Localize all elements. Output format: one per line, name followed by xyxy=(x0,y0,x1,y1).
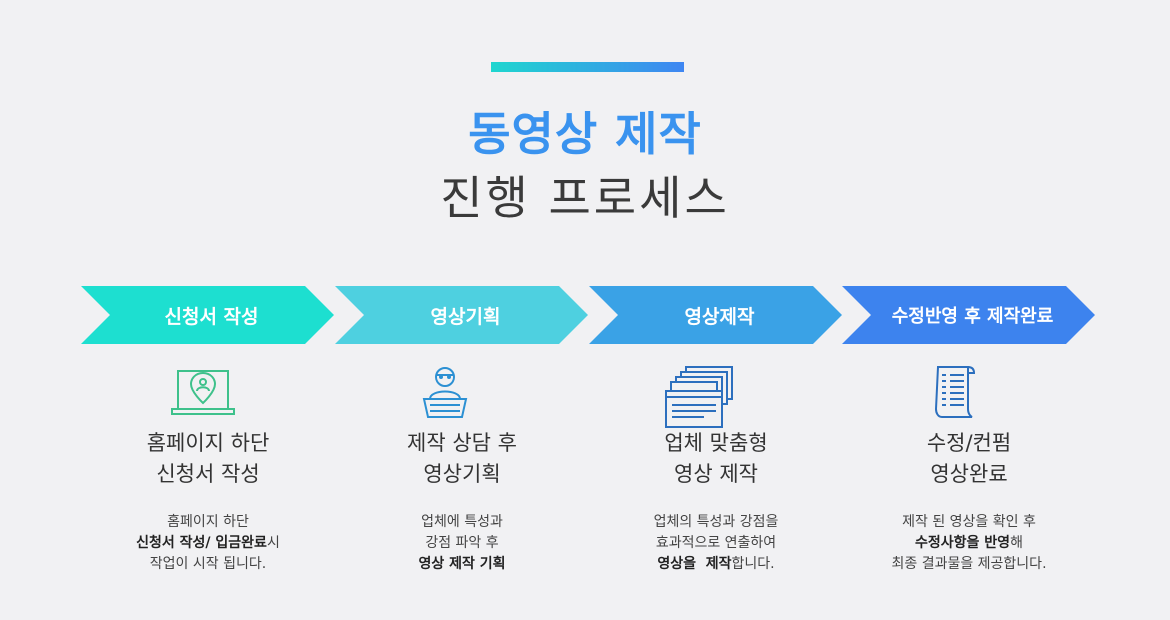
step-desc-line: 영상 제작 기획 xyxy=(335,554,589,575)
step-desc-highlight: 신청서 작성/ 입금완료 xyxy=(136,535,267,551)
step-description-1: 홈페이지 하단 신청서 작성/ 입금완료시 작업이 시작 됩니다. xyxy=(81,512,335,575)
step-title-line: 영상기획 xyxy=(423,462,501,486)
laptop-location-icon xyxy=(170,365,236,425)
step-desc-line: 업체에 특성과 xyxy=(421,514,503,530)
step-title-4: 수정/컨펌 영상완료 xyxy=(842,428,1096,490)
step-arrow-2: 영상기획 xyxy=(335,286,588,344)
step-desc-line: 수정사항을 반영해 xyxy=(842,533,1096,554)
step-desc-highlight: 영상을 제작 xyxy=(657,556,732,572)
step-desc-highlight: 영상 제작 기획 xyxy=(418,556,506,572)
page-title: 동영상 제작 xyxy=(468,107,702,161)
header-accent-bar xyxy=(491,62,684,72)
step-desc-line: 효과적으로 연출하여 xyxy=(655,535,777,551)
step-description-4: 제작 된 영상을 확인 후 수정사항을 반영해 최종 결과물을 제공합니다. xyxy=(842,512,1096,575)
step-desc-line: 홈페이지 하단 xyxy=(167,514,249,530)
step-desc-line: 작업이 시작 됩니다. xyxy=(149,556,267,572)
step-arrow-label: 수정반영 후 제작완료 xyxy=(891,306,1054,327)
step-description-3: 업체의 특성과 강점을 효과적으로 연출하여 영상을 제작합니다. xyxy=(589,512,843,575)
step-title-2: 제작 상담 후 영상기획 xyxy=(335,428,589,490)
step-desc-line: 신청서 작성/ 입금완료시 xyxy=(81,533,335,554)
step-desc-line: 최종 결과물을 제공합니다. xyxy=(891,556,1047,572)
step-arrow-4: 수정반영 후 제작완료 xyxy=(842,286,1095,344)
step-desc-highlight: 수정사항을 반영 xyxy=(915,535,1011,551)
step-title-line: 업체 맞춤형 xyxy=(664,431,768,455)
consultant-desk-icon xyxy=(420,365,470,431)
step-title-line: 영상완료 xyxy=(930,462,1008,486)
step-title-line: 수정/컨펌 xyxy=(926,431,1012,455)
step-desc-line: 강점 파악 후 xyxy=(425,535,499,551)
step-description-2: 업체에 특성과 강점 파악 후 영상 제작 기획 xyxy=(335,512,589,575)
step-arrow-1: 신청서 작성 xyxy=(81,286,334,344)
step-title-line: 홈페이지 하단 xyxy=(146,431,270,455)
step-desc-text: 해 xyxy=(1010,535,1023,551)
stacked-windows-icon xyxy=(664,365,740,433)
step-arrow-label: 신청서 작성 xyxy=(164,305,259,328)
step-desc-text: 시 xyxy=(266,535,280,551)
step-desc-line: 업체의 특성과 강점을 xyxy=(653,514,779,530)
step-title-line: 신청서 작성 xyxy=(156,462,260,486)
page-subtitle: 진행 프로세스 xyxy=(440,171,730,225)
step-title-line: 영상 제작 xyxy=(674,462,758,486)
document-scroll-icon xyxy=(932,365,976,423)
step-title-line: 제작 상담 후 xyxy=(407,431,517,455)
step-title-3: 업체 맞춤형 영상 제작 xyxy=(589,428,843,490)
step-desc-line: 제작 된 영상을 확인 후 xyxy=(902,514,1036,530)
step-title-1: 홈페이지 하단 신청서 작성 xyxy=(81,428,335,490)
step-desc-line: 영상을 제작합니다. xyxy=(589,554,843,575)
step-desc-text: 합니다. xyxy=(731,556,775,572)
step-arrow-3: 영상제작 xyxy=(589,286,842,344)
step-arrow-label: 영상제작 xyxy=(684,305,755,328)
step-arrow-label: 영상기획 xyxy=(430,305,501,328)
